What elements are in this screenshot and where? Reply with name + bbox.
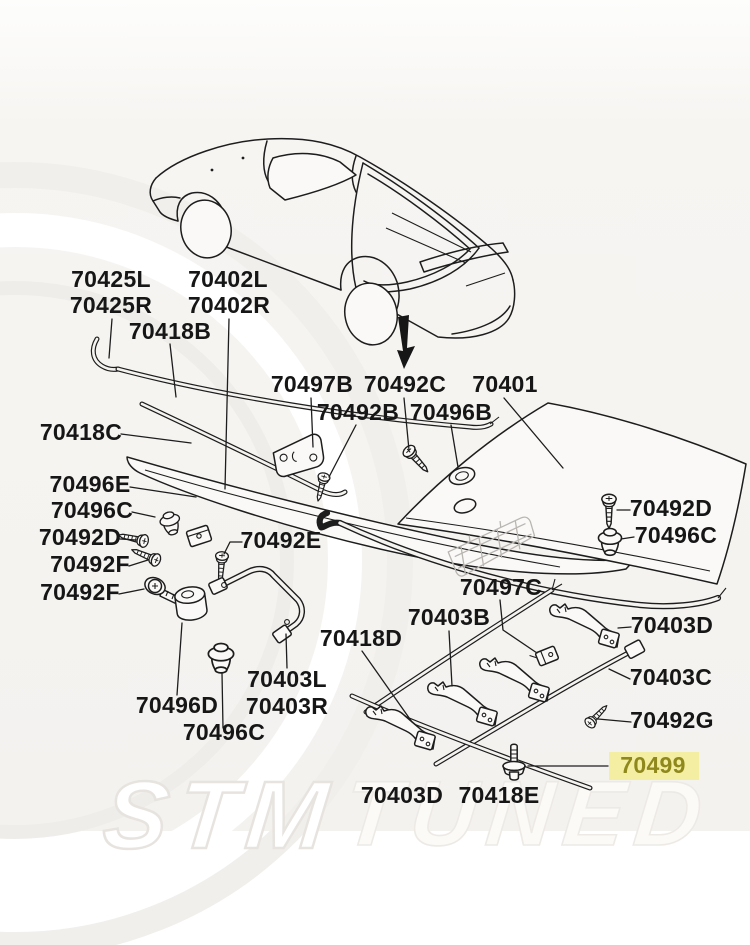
part-label-70401[interactable]: 70401: [472, 371, 537, 397]
watermark-stm-text: STM: [99, 762, 343, 869]
part-label-70403d-top[interactable]: 70403D: [631, 612, 713, 638]
part-label-70403c[interactable]: 70403C: [630, 664, 712, 690]
part-drawing-70496B-grommet-ring: [448, 466, 476, 486]
part-drawing-70418B-molding: [115, 366, 500, 430]
part-label-70403r[interactable]: 70403R: [246, 693, 328, 719]
part-labels: 70425L 70425R 70402L 70402R 70418B 70497…: [39, 266, 717, 808]
leader-lines: [108, 318, 635, 767]
part-label-70425l[interactable]: 70425L: [71, 266, 151, 292]
part-drawing-70403LR-bracket: [208, 565, 305, 644]
part-label-70496e[interactable]: 70496E: [49, 471, 130, 497]
part-label-70496c-right[interactable]: 70496C: [635, 522, 717, 548]
part-drawing-70425-end-cap: [90, 336, 121, 372]
part-label-70492c[interactable]: 70492C: [364, 371, 446, 397]
part-label-70403l[interactable]: 70403L: [247, 666, 327, 692]
part-label-70418c[interactable]: 70418C: [40, 419, 122, 445]
part-label-70418b[interactable]: 70418B: [129, 318, 211, 344]
part-label-70492g[interactable]: 70492G: [630, 707, 714, 733]
part-label-70492e[interactable]: 70492E: [240, 527, 321, 553]
part-drawings: [90, 336, 747, 791]
pointer-arrow: [397, 315, 415, 369]
part-drawing-70401-panel: [397, 402, 747, 585]
part-label-70425r[interactable]: 70425R: [70, 292, 152, 318]
part-label-70497b[interactable]: 70497B: [271, 371, 353, 397]
ghost-stop-lamp: [447, 516, 536, 577]
part-label-70492f-1[interactable]: 70492F: [50, 551, 130, 577]
part-drawing-center-garnish: [316, 509, 727, 610]
part-label-70418d[interactable]: 70418D: [320, 625, 402, 651]
part-drawing-70418C-molding: [139, 401, 348, 497]
part-label-70497c[interactable]: 70497C: [460, 574, 542, 600]
part-drawing-70496D-spacer: [174, 586, 208, 621]
part-label-70496c-bottom[interactable]: 70496C: [183, 719, 265, 745]
part-label-70402r[interactable]: 70402R: [188, 292, 270, 318]
part-drawing-70497B-bracket: [272, 433, 325, 478]
part-drawing-lower-moldings: [349, 578, 646, 791]
part-label-70496c-left[interactable]: 70496C: [51, 497, 133, 523]
part-label-70492f-2[interactable]: 70492F: [40, 579, 120, 605]
part-label-70492b[interactable]: 70492B: [317, 399, 399, 425]
part-label-70403b[interactable]: 70403B: [408, 604, 490, 630]
part-label-70499[interactable]: 70499: [620, 752, 685, 778]
part-label-70496b[interactable]: 70496B: [410, 399, 492, 425]
part-label-70402l[interactable]: 70402L: [188, 266, 268, 292]
highlight-70499: [609, 752, 699, 780]
part-label-70492d-right[interactable]: 70492D: [630, 495, 712, 521]
part-drawing-70496E-clip: [185, 524, 213, 548]
part-label-70492d-left[interactable]: 70492D: [39, 524, 121, 550]
car-illustration: [149, 137, 516, 369]
part-label-70403d-bottom[interactable]: 70403D: [361, 782, 443, 808]
part-label-70496d[interactable]: 70496D: [136, 692, 218, 718]
part-label-70418e[interactable]: 70418E: [458, 782, 539, 808]
